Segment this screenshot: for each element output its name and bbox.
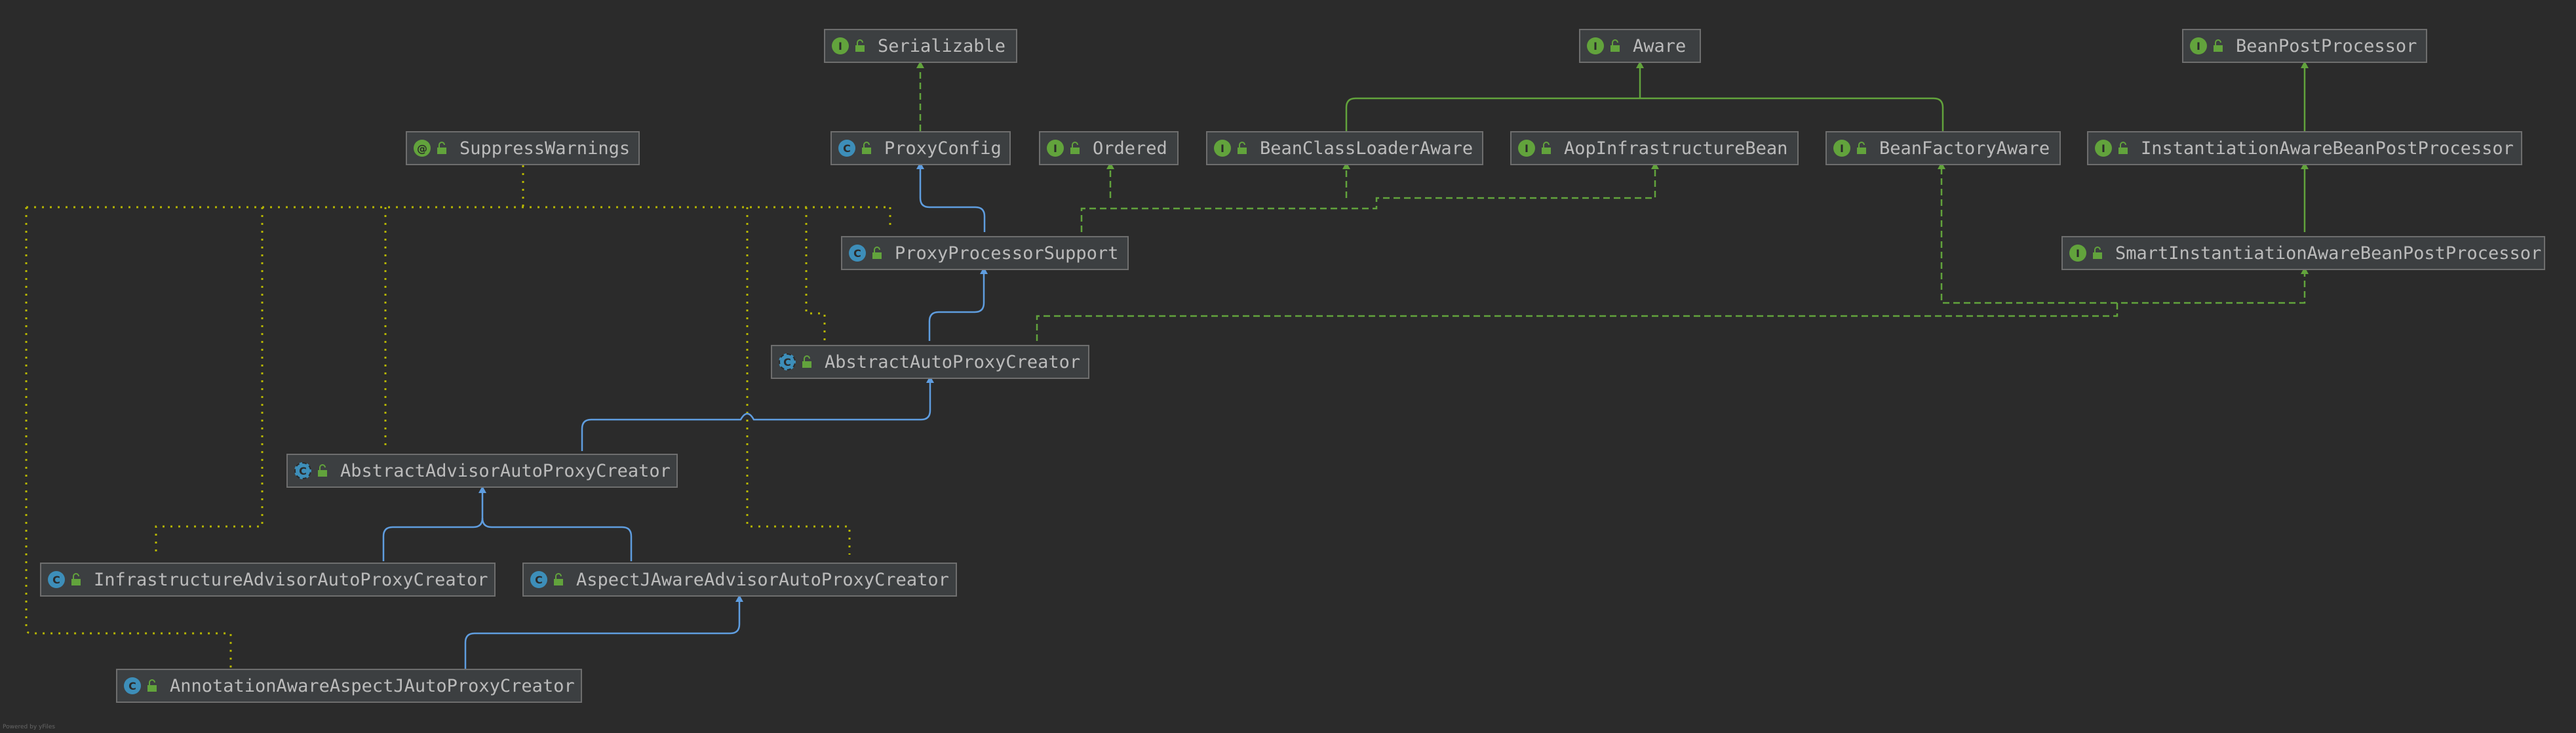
class-icon: C (849, 245, 866, 262)
node-label: Aware (1633, 35, 1687, 56)
node-label: BeanFactoryAware (1879, 138, 2050, 159)
node-aop-infrastructure-bean[interactable]: I AopInfrastructureBean (1510, 131, 1799, 165)
interface-icon: I (1518, 140, 1535, 157)
public-lock-icon (554, 573, 563, 585)
interface-icon: I (1047, 140, 1064, 157)
interface-extends-edges (1345, 61, 2309, 232)
node-serializable[interactable]: I Serializable (824, 29, 1017, 63)
public-lock-icon (855, 39, 865, 52)
public-lock-icon (437, 142, 446, 154)
node-abstract-auto-proxy-creator[interactable]: C AbstractAutoProxyCreator (771, 345, 1089, 379)
interface-icon: I (2069, 245, 2086, 262)
public-lock-icon (872, 247, 882, 259)
public-lock-icon (802, 355, 811, 368)
node-label: AbstractAdvisorAutoProxyCreator (340, 460, 671, 481)
interface-icon: I (2095, 140, 2112, 157)
node-label: AopInfrastructureBean (1564, 138, 1788, 159)
class-icon: C (530, 571, 547, 588)
node-proxy-config[interactable]: C ProxyConfig (830, 131, 1011, 165)
node-label: Serializable (878, 35, 1006, 56)
node-label: AnnotationAwareAspectJAutoProxyCreator (170, 675, 575, 696)
public-lock-icon (147, 679, 157, 692)
interface-icon: I (1833, 140, 1850, 157)
node-label: ProxyProcessorSupport (895, 243, 1119, 264)
node-infrastructure-advisor-auto-proxy-creator[interactable]: C InfrastructureAdvisorAutoProxyCreator (40, 563, 496, 597)
class-icon: C (124, 677, 141, 694)
interface-icon: I (2190, 37, 2207, 54)
node-label: AbstractAutoProxyCreator (825, 351, 1081, 372)
node-smart-instantiation-aware-bean-post-processor[interactable]: I SmartInstantiationAwareBeanPostProcess… (2061, 236, 2545, 270)
public-lock-icon (862, 142, 871, 154)
node-ordered[interactable]: I Ordered (1039, 131, 1179, 165)
interface-icon: I (832, 37, 849, 54)
node-proxy-processor-support[interactable]: C ProxyProcessorSupport (841, 236, 1129, 270)
node-annotation-aware-aspectj-auto-proxy-creator[interactable]: C AnnotationAwareAspectJAutoProxyCreator (116, 669, 582, 703)
class-icon: C (838, 140, 855, 157)
node-label: Ordered (1093, 138, 1167, 159)
node-label: ProxyConfig (884, 138, 1002, 159)
public-lock-icon (1238, 142, 1247, 154)
node-label: AspectJAwareAdvisorAutoProxyCreator (576, 569, 949, 590)
node-aspectj-aware-advisor-auto-proxy-creator[interactable]: C AspectJAwareAdvisorAutoProxyCreator (522, 563, 957, 597)
node-aware[interactable]: I Aware (1579, 29, 1701, 63)
public-lock-icon (71, 573, 81, 585)
node-bean-post-processor[interactable]: I BeanPostProcessor (2182, 29, 2427, 63)
class-icon: C (48, 571, 65, 588)
public-lock-icon (1857, 142, 1866, 154)
public-lock-icon (318, 464, 327, 477)
extends-edges (382, 162, 988, 669)
node-label: SuppressWarnings (459, 138, 631, 159)
annotation-icon: @ (414, 140, 431, 157)
public-lock-icon (1610, 39, 1620, 52)
node-label: InfrastructureAdvisorAutoProxyCreator (94, 569, 488, 590)
public-lock-icon (1070, 142, 1080, 154)
public-lock-icon (2214, 39, 2223, 52)
node-abstract-advisor-auto-proxy-creator[interactable]: C AbstractAdvisorAutoProxyCreator (286, 454, 678, 488)
implements-edges (916, 61, 2309, 341)
abstract-class-icon: C (294, 462, 311, 479)
node-label: BeanPostProcessor (2236, 35, 2417, 56)
annotation-edges (25, 165, 891, 669)
interface-icon: I (1214, 140, 1231, 157)
node-bean-class-loader-aware[interactable]: I BeanClassLoaderAware (1206, 131, 1483, 165)
footer-credit: Powered by yFiles (3, 724, 56, 730)
node-label: InstantiationAwareBeanPostProcessor (2141, 138, 2514, 159)
public-lock-icon (2093, 247, 2102, 259)
public-lock-icon (2118, 142, 2128, 154)
node-instantiation-aware-bean-post-processor[interactable]: I InstantiationAwareBeanPostProcessor (2087, 131, 2522, 165)
node-label: SmartInstantiationAwareBeanPostProcessor (2115, 243, 2542, 264)
node-label: BeanClassLoaderAware (1260, 138, 1473, 159)
public-lock-icon (1542, 142, 1551, 154)
node-suppress-warnings[interactable]: @ SuppressWarnings (406, 131, 640, 165)
interface-icon: I (1587, 37, 1604, 54)
abstract-class-icon: C (779, 353, 796, 370)
node-bean-factory-aware[interactable]: I BeanFactoryAware (1825, 131, 2061, 165)
